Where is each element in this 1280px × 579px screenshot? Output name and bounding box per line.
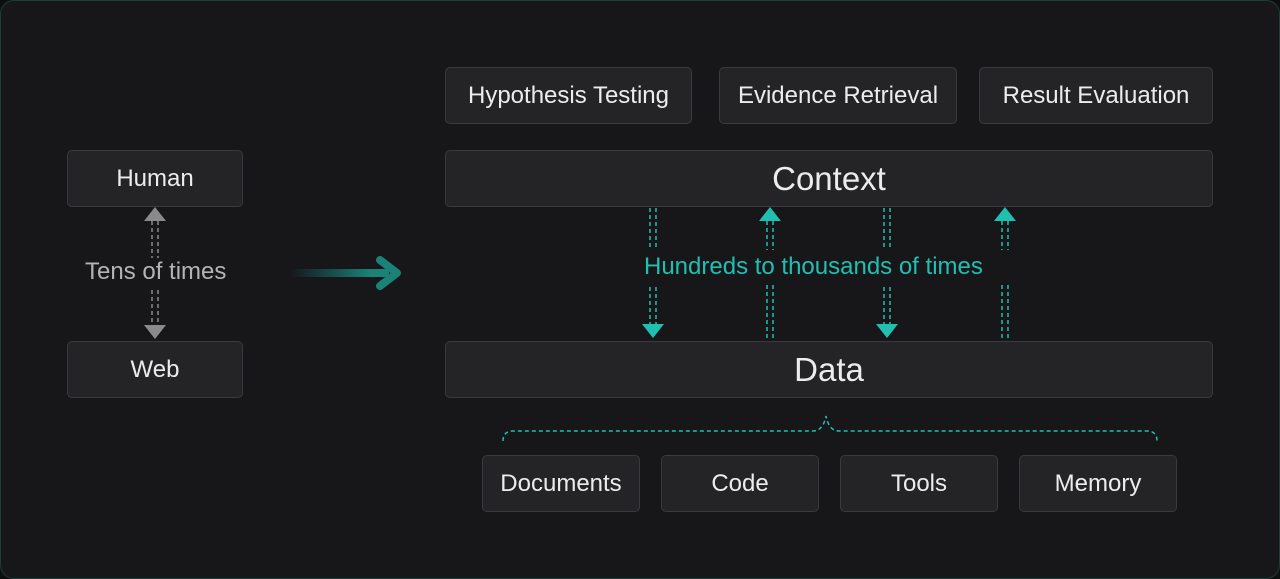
result-evaluation-box: Result Evaluation	[979, 67, 1213, 124]
transition-arrow	[286, 256, 401, 290]
documents-box: Documents	[482, 455, 640, 512]
hypothesis-testing-box: Hypothesis Testing	[445, 67, 692, 124]
down-arrowhead	[144, 325, 166, 339]
documents-label: Documents	[500, 469, 622, 497]
evidence-retrieval-box: Evidence Retrieval	[719, 67, 957, 124]
down-arrowhead	[876, 324, 898, 338]
up-arrowhead	[144, 207, 166, 221]
memory-box: Memory	[1019, 455, 1177, 512]
hundreds-to-thousands-label: Hundreds to thousands of times	[644, 253, 983, 280]
result-evaluation-label: Result Evaluation	[1002, 81, 1190, 109]
data-box: Data	[445, 341, 1213, 398]
human-label: Human	[116, 164, 194, 192]
up-arrowhead	[759, 207, 781, 221]
code-box: Code	[661, 455, 819, 512]
web-label: Web	[130, 355, 180, 383]
sources-brace	[502, 415, 1158, 442]
tools-box: Tools	[840, 455, 998, 512]
context-box: Context	[445, 150, 1213, 207]
tools-label: Tools	[890, 469, 948, 497]
context-label: Context	[772, 159, 886, 197]
up-arrowhead	[994, 207, 1016, 221]
context-data-arrowheads	[642, 207, 1016, 338]
hypothesis-testing-label: Hypothesis Testing	[468, 81, 669, 109]
web-box: Web	[67, 341, 243, 398]
human-box: Human	[67, 150, 243, 207]
context-data-arrows	[649, 208, 1009, 339]
memory-label: Memory	[1054, 469, 1142, 497]
left-double-arrow	[144, 207, 166, 339]
code-label: Code	[711, 469, 769, 497]
down-arrowhead	[642, 324, 664, 338]
data-label: Data	[794, 350, 864, 388]
evidence-retrieval-label: Evidence Retrieval	[737, 81, 939, 109]
tens-of-times-label: Tens of times	[85, 258, 227, 285]
